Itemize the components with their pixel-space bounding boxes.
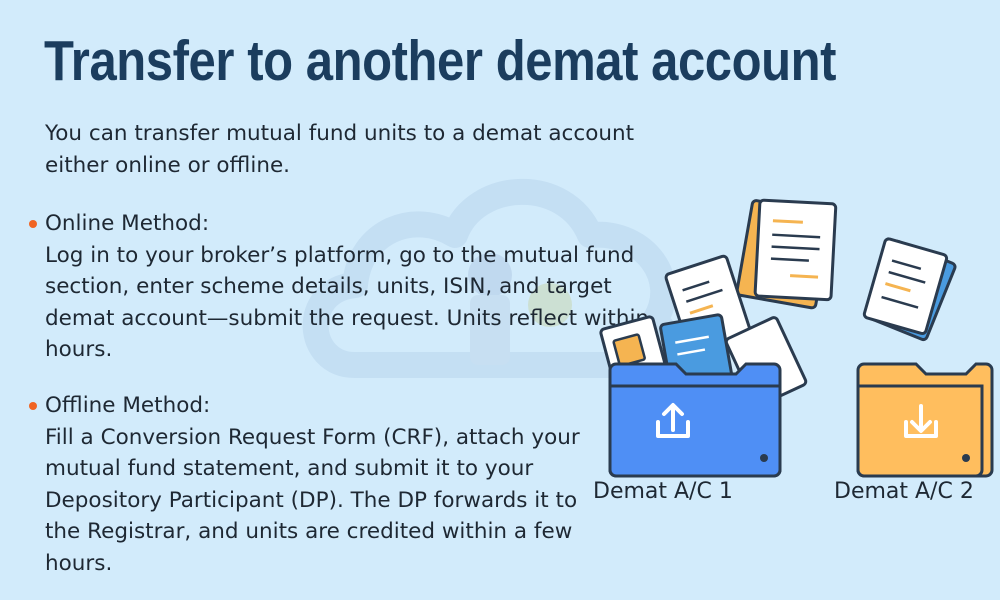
transfer-illustration	[599, 198, 994, 478]
page-title: Transfer to another demat account	[44, 29, 837, 93]
document-icon	[862, 237, 949, 336]
demat-folder-1	[608, 362, 782, 478]
folder-label-2: Demat A/C 2	[834, 479, 974, 504]
bullet-icon	[29, 402, 37, 410]
bullet-icon	[29, 220, 37, 228]
folder-label-1: Demat A/C 1	[593, 479, 733, 504]
demat-folder-2	[856, 362, 994, 478]
online-method-body: Log in to your broker’s platform, go to …	[45, 242, 650, 363]
offline-method-body: Fill a Conversion Request Form (CRF), at…	[45, 424, 580, 576]
upload-icon	[656, 403, 690, 438]
intro-text: You can transfer mutual fund units to a …	[45, 121, 635, 178]
offline-method: Offline Method: Fill a Conversion Reques…	[29, 390, 605, 579]
download-icon	[904, 404, 938, 438]
online-method-heading: Online Method:	[45, 211, 210, 236]
offline-method-heading: Offline Method:	[45, 393, 211, 418]
online-method: Online Method: Log in to your broker’s p…	[29, 208, 655, 366]
document-icon	[753, 198, 838, 302]
